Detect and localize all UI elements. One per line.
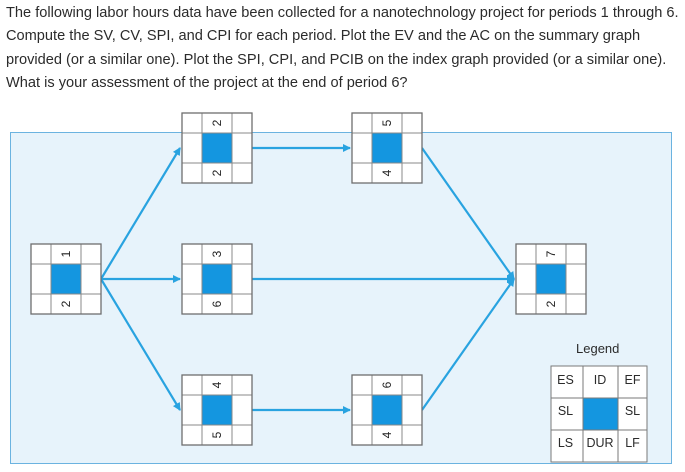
dependency-arrow-5-7 [421, 147, 515, 280]
node-duration-label: 4 [380, 431, 394, 438]
dependency-arrow-1-2 [100, 147, 181, 280]
node-id-label: 4 [210, 381, 224, 388]
node-id-label: 5 [380, 119, 394, 126]
activity-node-3: 36 [181, 243, 253, 315]
node-duration-label: 4 [380, 169, 394, 176]
activity-node-1: 12 [30, 243, 102, 315]
legend-id-label: ID [593, 373, 607, 387]
node-id-label: 2 [210, 119, 224, 126]
legend-es-label: ES [557, 373, 574, 387]
activity-node-4: 45 [181, 374, 253, 446]
question-text: The following labor hours data have been… [6, 5, 679, 92]
node-id-label: 7 [544, 250, 558, 257]
node-id-label: 6 [380, 381, 394, 388]
dependency-arrow-6-7 [421, 278, 515, 411]
node-id-label: 3 [210, 250, 224, 257]
legend-sl-right-label: SL [624, 404, 641, 418]
legend-ls-label: LS [557, 436, 574, 450]
node-duration-label: 5 [210, 431, 224, 438]
legend-box [550, 365, 648, 463]
activity-node-7: 72 [515, 243, 587, 315]
dependency-arrow-1-4 [100, 278, 181, 411]
legend-ef-label: EF [624, 373, 641, 387]
legend-dur-label: DUR [586, 436, 614, 450]
node-duration-label: 2 [544, 300, 558, 307]
activity-node-2: 22 [181, 112, 253, 184]
node-duration-label: 2 [59, 300, 73, 307]
legend-sl-left-label: SL [557, 404, 574, 418]
node-duration-label: 2 [210, 169, 224, 176]
legend-lf-label: LF [625, 436, 640, 450]
activity-node-5: 54 [351, 112, 423, 184]
legend-title: Legend [576, 341, 620, 356]
activity-node-6: 64 [351, 374, 423, 446]
node-id-label: 1 [59, 250, 73, 257]
node-duration-label: 6 [210, 300, 224, 307]
